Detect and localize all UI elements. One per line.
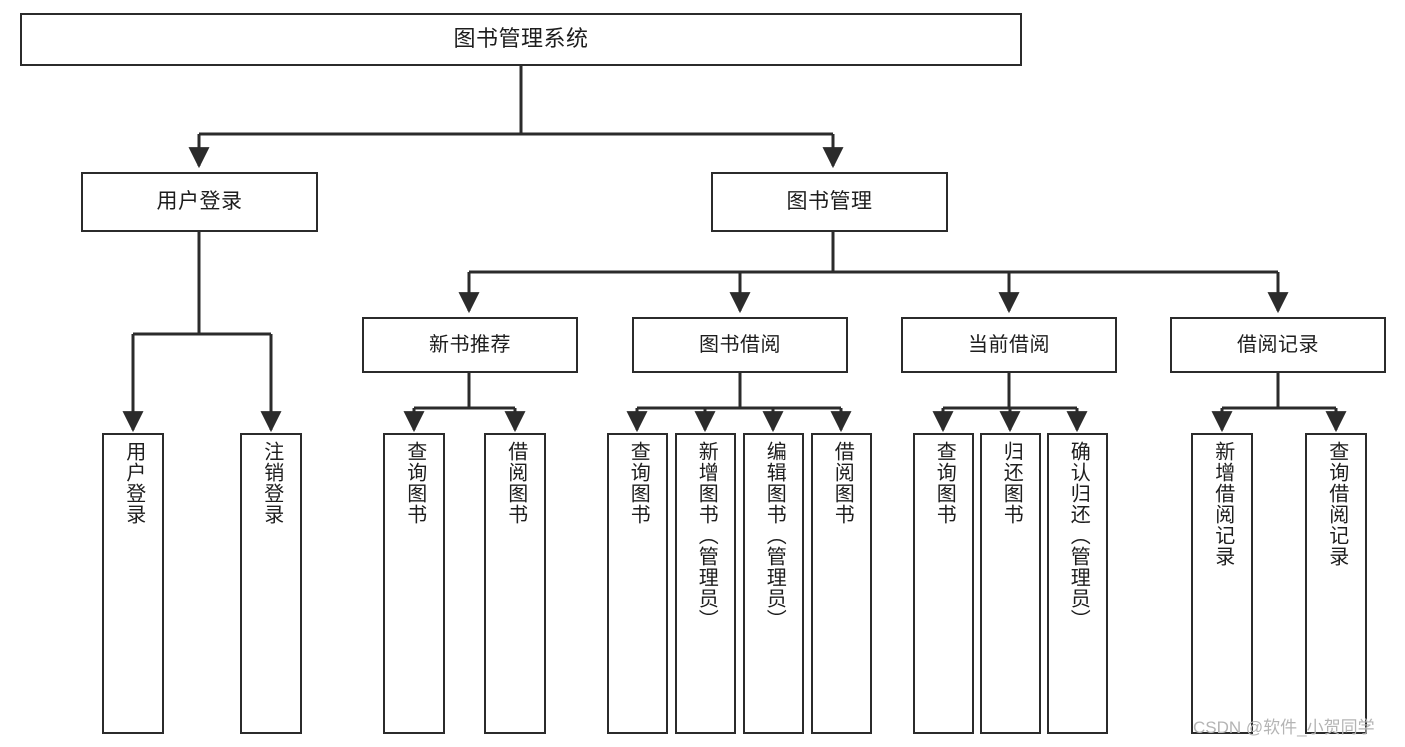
node-root-book-management-system[interactable]: 图书管理系统 [20, 13, 1022, 66]
node-label: 图书管理 [786, 190, 873, 214]
node-label: 用户登录 [122, 441, 145, 525]
node-label: 查询借阅记录 [1325, 441, 1348, 567]
node-label: 用户登录 [156, 190, 243, 214]
node-label: 图书管理系统 [453, 26, 589, 52]
node-book-borrow[interactable]: 图书借阅 [632, 317, 848, 373]
leaf-user-login-sign-out[interactable]: 注销登录 [240, 433, 302, 734]
node-new-book-recommend[interactable]: 新书推荐 [362, 317, 578, 373]
node-user-login[interactable]: 用户登录 [81, 172, 318, 232]
node-label: 查询图书 [933, 441, 956, 525]
leaf-current-borrow-query-book[interactable]: 查询图书 [913, 433, 974, 734]
node-current-borrow[interactable]: 当前借阅 [901, 317, 1117, 373]
node-label: 确认归还（管理员） [1067, 441, 1090, 630]
leaf-current-borrow-confirm-return-admin[interactable]: 确认归还（管理员） [1047, 433, 1108, 734]
leaf-user-login-sign-in[interactable]: 用户登录 [102, 433, 164, 734]
leaf-book-borrow-add-book-admin[interactable]: 新增图书（管理员） [675, 433, 736, 734]
leaf-current-borrow-return-book[interactable]: 归还图书 [980, 433, 1041, 734]
node-label: 编辑图书（管理员） [763, 441, 786, 630]
node-label: 借阅图书 [831, 441, 854, 525]
csdn-watermark: CSDN @软件_小贺同学 [1193, 718, 1375, 737]
leaf-new-book-borrow-book[interactable]: 借阅图书 [484, 433, 546, 734]
node-label: 借阅图书 [504, 441, 527, 525]
node-label: 注销登录 [260, 441, 283, 525]
node-borrow-record[interactable]: 借阅记录 [1170, 317, 1386, 373]
leaf-book-borrow-query-book[interactable]: 查询图书 [607, 433, 668, 734]
node-label: 新增图书（管理员） [695, 441, 718, 630]
node-label: 归还图书 [1000, 441, 1023, 525]
node-label: 新增借阅记录 [1211, 441, 1234, 567]
node-label: 新书推荐 [429, 333, 511, 356]
node-label: 借阅记录 [1237, 333, 1319, 356]
leaf-borrow-record-add-record[interactable]: 新增借阅记录 [1191, 433, 1253, 734]
node-label: 查询图书 [403, 441, 426, 525]
node-book-management[interactable]: 图书管理 [711, 172, 948, 232]
leaf-borrow-record-query-record[interactable]: 查询借阅记录 [1305, 433, 1367, 734]
node-label: 当前借阅 [968, 333, 1050, 356]
leaf-book-borrow-borrow-book[interactable]: 借阅图书 [811, 433, 872, 734]
leaf-book-borrow-edit-book-admin[interactable]: 编辑图书（管理员） [743, 433, 804, 734]
node-label: 查询图书 [627, 441, 650, 525]
node-label: 图书借阅 [699, 333, 781, 356]
leaf-new-book-query-book[interactable]: 查询图书 [383, 433, 445, 734]
